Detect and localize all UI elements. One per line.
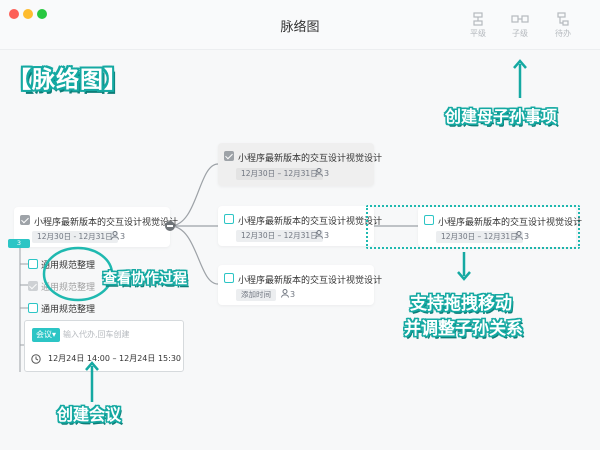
clock-icon — [31, 354, 41, 364]
annotation-create-hierarchy: 创建母子孙事项 — [445, 107, 558, 126]
subtask-checkbox[interactable] — [28, 259, 38, 269]
annotation-create-meeting: 创建会议 — [57, 405, 122, 424]
todo-input[interactable]: 输入代办,回车创建 — [63, 330, 130, 339]
arrow-down-icon — [457, 252, 471, 281]
arrow-up-icon — [513, 59, 527, 98]
title-bar: 脉络图 平级 子级 待办 — [0, 0, 600, 50]
root-task-card[interactable]: 小程序最新版本的交互设计视觉设计 12月30日 - 12月31日 3 — [14, 207, 178, 247]
task-title: 小程序最新版本的交互设计视觉设计 — [438, 218, 583, 228]
assignee-count[interactable]: 3 — [515, 231, 529, 243]
task-checkbox[interactable] — [224, 214, 234, 224]
user-icon — [111, 231, 119, 240]
child-task-card[interactable]: 小程序最新版本的交互设计视觉设计 12月30日 – 12月31日 3 — [218, 206, 382, 246]
tool-label-sibling: 平级 — [470, 29, 486, 38]
meeting-panel: 会议▾ 输入代办,回车创建 12月24日 14:00 – 12月24日 15:3… — [24, 320, 184, 372]
assignee-count-value: 3 — [324, 231, 330, 240]
user-icon — [515, 231, 523, 240]
subtask-item[interactable]: 通用规范整理 — [28, 302, 95, 315]
task-date[interactable]: 12月30日 – 12月31日 — [236, 168, 323, 180]
todo-icon — [557, 12, 569, 26]
item-type-dropdown[interactable]: 会议▾ — [32, 328, 61, 342]
assignee-count-value: 3 — [120, 232, 126, 241]
arrow-up-icon — [85, 361, 99, 402]
task-checkbox[interactable] — [224, 151, 234, 161]
user-icon — [315, 230, 323, 239]
subtask-count-badge[interactable]: 3 — [8, 239, 30, 248]
subtask-item[interactable]: 通用规范整理 — [28, 280, 95, 293]
task-title: 小程序最新版本的交互设计视觉设计 — [238, 276, 383, 286]
feature-title: 【脉络图】 — [8, 67, 128, 93]
annotation-drag-line2: 并调整子孙关系 — [404, 319, 523, 339]
collapse-toggle[interactable] — [165, 221, 175, 231]
task-title: 小程序最新版本的交互设计视觉设计 — [238, 217, 383, 227]
dragged-task-card[interactable]: 小程序最新版本的交互设计视觉设计 12月30日 – 12月31日 3 — [418, 207, 582, 247]
add-todo-button[interactable]: 待办 — [548, 12, 578, 46]
assignee-count[interactable]: 3 — [315, 230, 329, 242]
add-sibling-button[interactable]: 平级 — [463, 12, 493, 46]
subtask-label: 通用规范整理 — [41, 305, 96, 315]
assignee-count[interactable]: 3 — [315, 168, 329, 180]
drag-target-outline — [366, 205, 580, 249]
sibling-node-icon — [473, 12, 483, 26]
meeting-time[interactable]: 12月24日 14:00 – 12月24日 15:30 — [48, 354, 181, 363]
close-window-button[interactable] — [9, 9, 19, 19]
user-icon — [315, 168, 323, 177]
subtask-item[interactable]: 通用规范整理 — [28, 258, 95, 271]
child-task-card[interactable]: 小程序最新版本的交互设计视觉设计 12月30日 – 12月31日 3 — [218, 143, 382, 186]
highlight-ellipse — [42, 246, 114, 302]
subtask-label: 通用规范整理 — [41, 261, 96, 271]
user-icon — [281, 289, 289, 298]
assignee-count[interactable]: 3 — [281, 289, 295, 301]
subtask-checkbox[interactable] — [28, 281, 38, 291]
annotation-drag-line1: 支持拖拽移动 — [410, 294, 512, 314]
task-checkbox[interactable] — [424, 215, 434, 225]
tool-label-child: 子级 — [512, 29, 528, 38]
annotation-view-collaboration: 查看协作过程 — [103, 271, 187, 287]
zoom-window-button[interactable] — [37, 9, 47, 19]
tool-label-todo: 待办 — [555, 29, 571, 38]
child-task-card[interactable]: 小程序最新版本的交互设计视觉设计 添加时间 3 — [218, 265, 382, 305]
assignee-count[interactable]: 3 — [111, 231, 125, 243]
task-date[interactable]: 12月30日 - 12月31日 — [32, 231, 118, 243]
task-checkbox[interactable] — [20, 215, 30, 225]
task-title: 小程序最新版本的交互设计视觉设计 — [238, 154, 383, 164]
add-child-button[interactable]: 子级 — [505, 12, 535, 46]
assignee-count-value: 3 — [524, 232, 530, 241]
assignee-count-value: 3 — [324, 169, 330, 178]
add-time-button[interactable]: 添加时间 — [236, 289, 276, 301]
minimize-window-button[interactable] — [23, 9, 33, 19]
task-date[interactable]: 12月30日 – 12月31日 — [436, 231, 523, 243]
task-title: 小程序最新版本的交互设计视觉设计 — [34, 218, 179, 228]
task-checkbox[interactable] — [224, 273, 234, 283]
assignee-count-value: 3 — [290, 290, 296, 299]
task-date[interactable]: 12月30日 – 12月31日 — [236, 230, 323, 242]
subtask-label: 通用规范整理 — [41, 283, 96, 293]
window-title: 脉络图 — [280, 20, 320, 35]
child-node-icon — [511, 15, 529, 23]
subtask-checkbox[interactable] — [28, 303, 38, 313]
